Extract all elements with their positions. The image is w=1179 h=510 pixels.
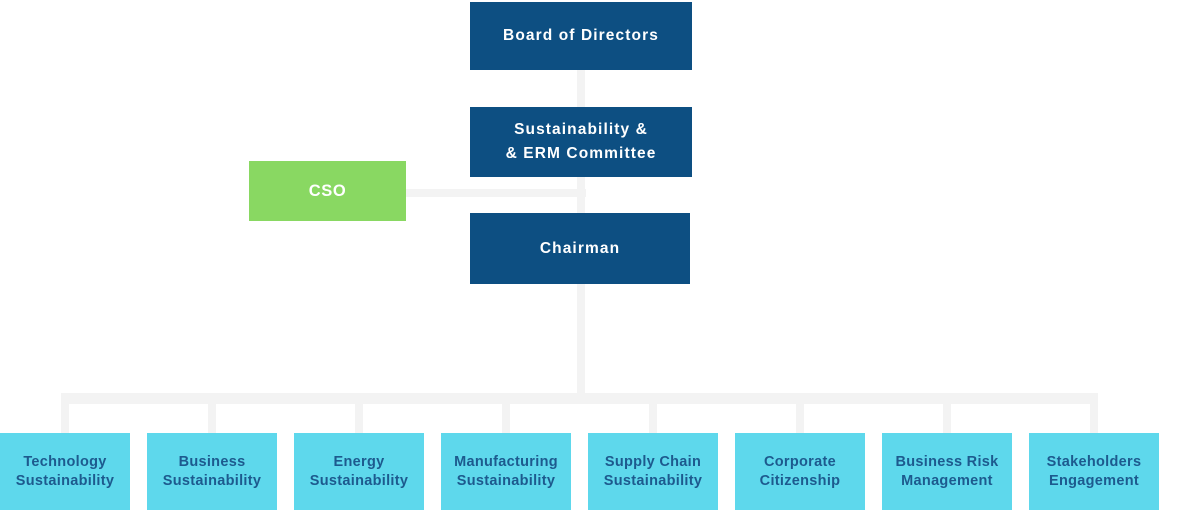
- department-label-line2: Sustainability: [456, 472, 556, 489]
- connector-drop-technology: [61, 393, 69, 433]
- node-cso: CSO: [249, 161, 406, 221]
- department-label-line1: Corporate: [764, 453, 836, 470]
- node-committee-label-line2: & ERM Committee: [505, 145, 657, 162]
- connector-cso-branch: [406, 189, 586, 197]
- department-label-line1: Supply Chain: [604, 453, 702, 470]
- department-label-line1: Business: [178, 453, 246, 470]
- node-corporate-citizenship: Corporate Citizenship: [735, 433, 865, 510]
- node-chairman-label: Chairman: [539, 239, 621, 257]
- connector-drop-stakeholders: [1090, 393, 1098, 433]
- connector-chairman-to-rail: [577, 284, 585, 396]
- department-label-line1: Energy: [333, 453, 385, 470]
- connector-drop-corporate: [796, 393, 804, 433]
- department-label-line2: Sustainability: [15, 472, 115, 489]
- node-business-risk-management: Business Risk Management: [882, 433, 1012, 510]
- department-label-line2: Sustainability: [162, 472, 262, 489]
- node-technology-sustainability: Technology Sustainability: [0, 433, 130, 510]
- node-board-label: Board of Directors: [503, 27, 659, 44]
- node-stakeholders-engagement: Stakeholders Engagement: [1029, 433, 1159, 510]
- department-label-line2: Engagement: [1048, 472, 1139, 489]
- node-sustainability-erm-committee: Sustainability & & ERM Committee: [470, 107, 692, 177]
- department-label-line1: Technology: [23, 453, 107, 470]
- department-label-line2: Sustainability: [309, 472, 409, 489]
- connector-drop-business-risk: [943, 393, 951, 433]
- department-label-line2: Sustainability: [603, 472, 703, 489]
- node-supply-chain-sustainability: Supply Chain Sustainability: [588, 433, 718, 510]
- connector-drop-energy: [355, 393, 363, 433]
- connector-horizontal-rail: [61, 393, 1098, 404]
- connector-drop-supply-chain: [649, 393, 657, 433]
- department-label-line1: Business Risk: [895, 453, 999, 470]
- node-cso-label: CSO: [308, 181, 347, 200]
- department-label-line2: Management: [901, 472, 993, 489]
- connector-drop-manufacturing: [502, 393, 510, 433]
- node-chairman: Chairman: [470, 213, 690, 284]
- node-board-of-directors: Board of Directors: [470, 2, 692, 70]
- connector-board-to-committee: [577, 70, 585, 107]
- connector-drop-business: [208, 393, 216, 433]
- node-manufacturing-sustainability: Manufacturing Sustainability: [441, 433, 571, 510]
- department-label-line2: Citizenship: [759, 472, 841, 489]
- department-label-line1: Manufacturing: [454, 453, 558, 470]
- department-label-line1: Stakeholders: [1046, 453, 1142, 470]
- node-business-sustainability: Business Sustainability: [147, 433, 277, 510]
- node-committee-label-line1: Sustainability &: [514, 121, 648, 138]
- node-energy-sustainability: Energy Sustainability: [294, 433, 424, 510]
